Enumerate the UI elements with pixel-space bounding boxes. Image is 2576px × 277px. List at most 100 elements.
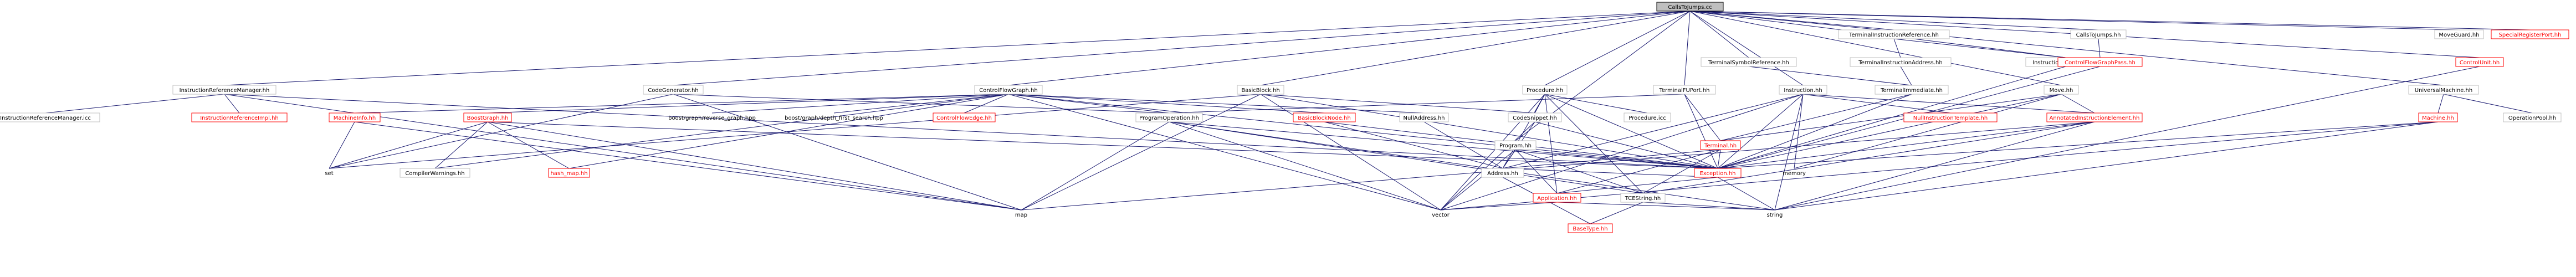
node-null-instruction-template[interactable]: NullInstructionTemplate.hh bbox=[1903, 112, 1998, 122]
node-vector[interactable]: vector bbox=[1427, 210, 1455, 219]
edge-exception-to-string bbox=[1717, 177, 1775, 211]
node-terminal-immediate[interactable]: TerminalImmediate.hh bbox=[1875, 85, 1949, 95]
svg-text:MoveGuard.hh: MoveGuard.hh bbox=[2439, 32, 2479, 38]
edge-control_flow_graph-to-control_flow_edge bbox=[964, 94, 1009, 114]
node-reverse-graph-hpp[interactable]: boost/graph/reverse_graph.hpp bbox=[668, 113, 756, 122]
svg-text:BaseType.hh: BaseType.hh bbox=[1573, 226, 1607, 232]
edge-annotated_instr_elem-to-exception bbox=[1717, 121, 2095, 169]
node-universal-machine[interactable]: UniversalMachine.hh bbox=[2408, 85, 2479, 95]
node-set[interactable]: set bbox=[319, 168, 339, 177]
node-terminal-symbol-reference[interactable]: TerminalSymbolReference.hh bbox=[1701, 57, 1797, 67]
svg-text:MachineInfo.hh: MachineInfo.hh bbox=[334, 115, 376, 121]
edge-root-to-basic_block bbox=[1260, 11, 1691, 86]
edge-terminal_immediate-to-exception bbox=[1717, 94, 1912, 169]
node-control-flow-graph-pass[interactable]: ControlFlowGraphPass.hh bbox=[2057, 57, 2143, 67]
edge-boost_graph-to-map bbox=[487, 121, 1022, 211]
svg-text:Procedure.icc: Procedure.icc bbox=[1628, 115, 1666, 121]
edge-program_operation-to-vector bbox=[1169, 121, 1441, 211]
node-control-flow-edge[interactable]: ControlFlowEdge.hh bbox=[933, 112, 996, 122]
node-instruction-reference-manager-icc[interactable]: InstructionReferenceManager.icc bbox=[0, 112, 100, 122]
edge-address-to-exception bbox=[1502, 168, 1718, 178]
node-string[interactable]: string bbox=[1761, 210, 1789, 219]
edge-control_flow_graph-to-vector bbox=[1008, 94, 1441, 211]
node-application[interactable]: Application.hh bbox=[1533, 193, 1581, 203]
node-procedure-icc[interactable]: Procedure.icc bbox=[1624, 112, 1671, 122]
node-operation-pool[interactable]: OperationPool.hh bbox=[2503, 112, 2562, 122]
edge-basic_block-to-map bbox=[1021, 94, 1261, 211]
node-code-snippet[interactable]: CodeSnippet.hh bbox=[1508, 112, 1562, 122]
node-procedure[interactable]: Procedure.hh bbox=[1522, 85, 1568, 95]
node-code-generator[interactable]: CodeGenerator.hh bbox=[643, 85, 704, 95]
node-special-register-port[interactable]: SpecialRegisterPort.hh bbox=[2491, 29, 2569, 39]
svg-text:Address.hh: Address.hh bbox=[1487, 171, 1518, 177]
node-program[interactable]: Program.hh bbox=[1494, 140, 1537, 150]
node-control-flow-graph[interactable]: ControlFlowGraph.hh bbox=[974, 85, 1043, 95]
edge-control_flow_graph-to-exception bbox=[1008, 94, 1718, 169]
node-basic-block-node[interactable]: BasicBlockNode.hh bbox=[1293, 112, 1356, 122]
svg-text:boost/graph/depth_first_search: boost/graph/depth_first_search.hpp bbox=[785, 115, 883, 121]
edge-root-to-control_flow_graph bbox=[1008, 11, 1691, 86]
node-calls-to-jumps-cc: CallsToJumps.cc bbox=[1656, 2, 1724, 12]
edge-procedure-to-vector bbox=[1440, 94, 1545, 211]
edge-calls_to_jumps_hh-to-cfg_pass bbox=[2098, 38, 2101, 58]
svg-text:ControlUnit.hh: ControlUnit.hh bbox=[2460, 60, 2500, 66]
node-instruction[interactable]: Instruction.hh bbox=[1779, 85, 1827, 95]
svg-text:hash_map.hh: hash_map.hh bbox=[550, 171, 587, 177]
node-move-guard[interactable]: MoveGuard.hh bbox=[2434, 29, 2484, 39]
svg-text:memory: memory bbox=[1783, 171, 1806, 177]
svg-text:TerminalFUPort.hh: TerminalFUPort.hh bbox=[1658, 88, 1709, 94]
edge-move-to-annotated_instr_elem bbox=[2061, 94, 2095, 114]
svg-text:InstructionReferenceManager.ic: InstructionReferenceManager.icc bbox=[0, 115, 91, 121]
node-depth-first-search-hpp[interactable]: boost/graph/depth_first_search.hpp bbox=[785, 113, 883, 122]
node-base-type[interactable]: BaseType.hh bbox=[1568, 223, 1613, 233]
edge-universal_machine-to-machine bbox=[2437, 94, 2444, 114]
node-exception[interactable]: Exception.hh bbox=[1694, 168, 1742, 178]
edge-program-to-vector bbox=[1440, 149, 1516, 211]
svg-text:OperationPool.hh: OperationPool.hh bbox=[2508, 115, 2556, 121]
node-memory[interactable]: memory bbox=[1779, 168, 1810, 177]
node-terminal[interactable]: Terminal.hh bbox=[1700, 140, 1741, 150]
node-basic-block[interactable]: BasicBlock.hh bbox=[1237, 85, 1284, 95]
svg-text:ControlFlowGraphPass.hh: ControlFlowGraphPass.hh bbox=[2065, 60, 2135, 66]
svg-text:Program.hh: Program.hh bbox=[1499, 143, 1532, 149]
svg-text:Instruction.hh: Instruction.hh bbox=[1784, 88, 1822, 94]
node-instruction-reference-impl[interactable]: InstructionReferenceImpl.hh bbox=[191, 112, 288, 122]
svg-text:TCEString.hh: TCEString.hh bbox=[1625, 196, 1661, 202]
edge-move-to-terminal bbox=[1720, 94, 2062, 141]
svg-text:InstructionReferenceManager.hh: InstructionReferenceManager.hh bbox=[180, 88, 270, 94]
node-instruction-reference-manager[interactable]: InstructionReferenceManager.hh bbox=[172, 85, 276, 95]
svg-text:TerminalSymbolReference.hh: TerminalSymbolReference.hh bbox=[1708, 60, 1789, 66]
svg-text:SpecialRegisterPort.hh: SpecialRegisterPort.hh bbox=[2499, 32, 2562, 38]
node-calls-to-jumps-hh[interactable]: CallsToJumps.hh bbox=[2070, 29, 2127, 39]
node-annotated-instruction-element[interactable]: AnnotatedInstructionElement.hh bbox=[2046, 112, 2143, 122]
node-null-address[interactable]: NullAddress.hh bbox=[1399, 112, 1449, 122]
node-control-unit[interactable]: ControlUnit.hh bbox=[2455, 57, 2504, 67]
node-terminal-instruction-reference[interactable]: TerminalInstructionReference.hh bbox=[1838, 29, 1950, 39]
edge-boost_graph-to-compiler_warnings bbox=[434, 121, 488, 169]
svg-text:CompilerWarnings.hh: CompilerWarnings.hh bbox=[405, 171, 464, 177]
svg-text:TerminalImmediate.hh: TerminalImmediate.hh bbox=[1880, 88, 1943, 94]
node-tce-string[interactable]: TCEString.hh bbox=[1620, 193, 1666, 203]
node-hash-map[interactable]: hash_map.hh bbox=[548, 168, 590, 178]
edge-terminal-to-address bbox=[1502, 149, 1721, 169]
edge-instruction-to-vector bbox=[1440, 94, 1804, 211]
node-terminal-instruction-address[interactable]: TerminalInstructionAddress.hh bbox=[1850, 57, 1952, 67]
edge-root-to-code_generator bbox=[673, 11, 1691, 86]
edge-procedure-to-exception bbox=[1544, 94, 1718, 169]
node-move[interactable]: Move.hh bbox=[2044, 85, 2079, 95]
node-machine-info[interactable]: MachineInfo.hh bbox=[329, 112, 381, 122]
node-address[interactable]: Address.hh bbox=[1481, 168, 1524, 178]
edge-procedure-to-address bbox=[1502, 94, 1545, 169]
edge-instruction-to-exception bbox=[1717, 94, 1804, 169]
node-program-operation[interactable]: ProgramOperation.hh bbox=[1135, 112, 1203, 122]
node-map[interactable]: map bbox=[1010, 210, 1032, 219]
node-compiler-warnings[interactable]: CompilerWarnings.hh bbox=[400, 168, 470, 178]
svg-text:set: set bbox=[325, 171, 333, 177]
edge-program-to-exception bbox=[1515, 149, 1718, 169]
node-machine[interactable]: Machine.hh bbox=[2418, 112, 2458, 122]
node-terminal-fu-port[interactable]: TerminalFUPort.hh bbox=[1653, 85, 1716, 95]
edge-control_flow_graph-to-program_operation bbox=[1008, 94, 1170, 114]
edge-code_snippet-to-vector bbox=[1440, 121, 1535, 211]
edge-program-to-address bbox=[1502, 149, 1516, 169]
node-boost-graph[interactable]: BoostGraph.hh bbox=[463, 112, 512, 122]
